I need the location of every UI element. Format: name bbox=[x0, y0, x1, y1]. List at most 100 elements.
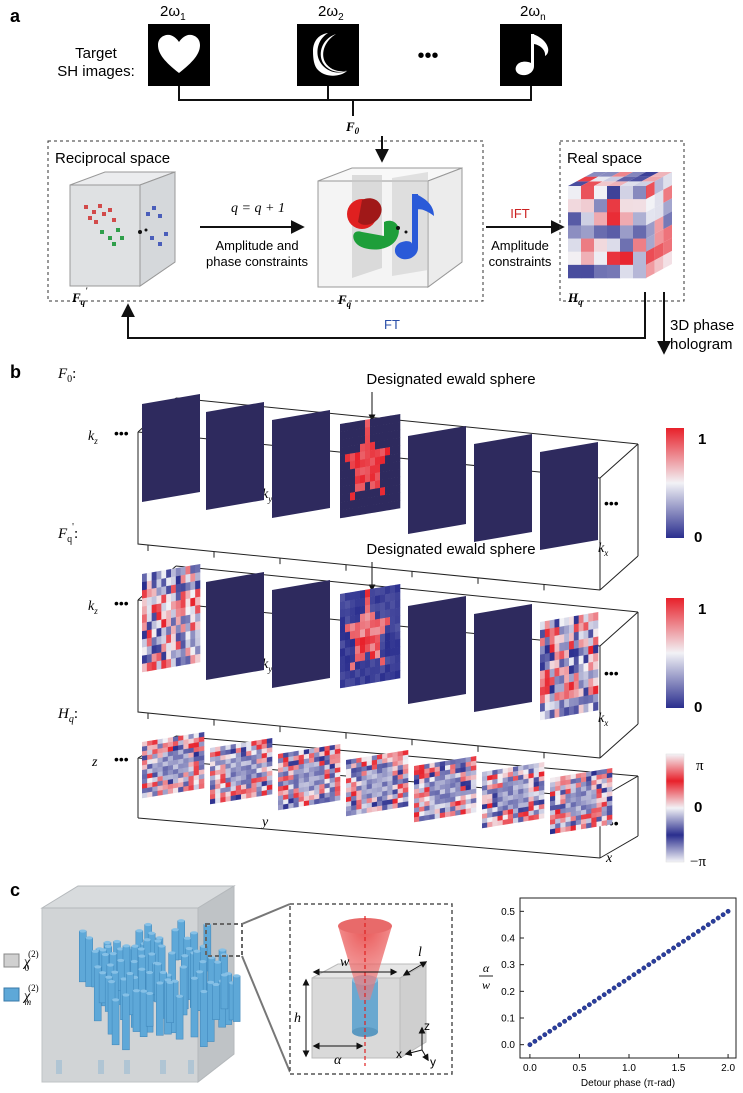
freq-label-1: 2ω1 bbox=[160, 3, 186, 23]
freq-label-n: 2ωn bbox=[520, 3, 546, 23]
amplitude-line2: constraints bbox=[489, 254, 552, 269]
row1-dots-right: ••• bbox=[604, 495, 619, 511]
cb2-bottom: 0 bbox=[694, 699, 702, 716]
data-point bbox=[537, 1035, 543, 1041]
amplitude-line1: Amplitude bbox=[491, 238, 549, 253]
blue-shape bbox=[394, 194, 418, 260]
row2-fq-prime bbox=[137, 564, 639, 759]
plot-frame bbox=[519, 897, 737, 1059]
image-ellipsis: ••• bbox=[417, 45, 438, 67]
ift-label: IFT bbox=[510, 206, 530, 221]
x-tick-label: 0.0 bbox=[523, 1063, 537, 1074]
y-axis-label-denominator: w bbox=[482, 978, 490, 992]
panel-c: c χ(2)0 χ(2)m bbox=[3, 880, 737, 1089]
unit-cell bbox=[302, 916, 429, 1066]
constraint-line2: phase constraints bbox=[206, 254, 308, 269]
data-point bbox=[690, 932, 696, 938]
data-point bbox=[557, 1022, 563, 1028]
heart-icon bbox=[158, 34, 200, 73]
data-point bbox=[671, 945, 676, 951]
data-point bbox=[601, 992, 607, 998]
panel-c-letter: c bbox=[10, 880, 20, 900]
axis-x-label: x bbox=[396, 1047, 402, 1061]
axis-y-label: y bbox=[430, 1055, 436, 1069]
data-point bbox=[527, 1042, 533, 1048]
y-tick-label: 0.0 bbox=[501, 1040, 515, 1051]
panel-b-letter: b bbox=[10, 362, 21, 382]
row1-kx: kx bbox=[598, 541, 608, 558]
data-point bbox=[710, 918, 716, 924]
width-label: w bbox=[340, 955, 350, 970]
data-point bbox=[626, 975, 632, 981]
cb1-top: 1 bbox=[698, 431, 706, 448]
data-point bbox=[567, 1015, 572, 1021]
data-point bbox=[715, 915, 721, 921]
target-label-line1: Target bbox=[75, 45, 118, 62]
data-point bbox=[695, 928, 701, 934]
merge-lines bbox=[178, 86, 532, 116]
iteration-equation: q = q + 1 bbox=[231, 201, 285, 216]
data-point bbox=[577, 1008, 582, 1014]
data-point bbox=[582, 1005, 587, 1011]
cube-fq bbox=[317, 167, 463, 288]
data-point bbox=[641, 965, 647, 971]
data-point bbox=[676, 942, 681, 948]
data-point bbox=[552, 1025, 558, 1031]
row3-dots-left: ••• bbox=[114, 751, 129, 767]
row1-dots-left: ••• bbox=[114, 425, 129, 441]
colorbar-f0 bbox=[666, 428, 684, 538]
row3-z: z bbox=[91, 755, 98, 770]
cb3-top: π bbox=[696, 758, 704, 774]
target-image-moon bbox=[297, 24, 359, 86]
crystal-cube bbox=[40, 885, 241, 1084]
moon-icon bbox=[313, 33, 348, 76]
panel-a-letter: a bbox=[10, 6, 21, 26]
chi0-swatch bbox=[3, 953, 20, 968]
row2-label: Fq': bbox=[57, 522, 78, 545]
data-point bbox=[666, 948, 672, 954]
data-point bbox=[705, 922, 711, 928]
x-tick-label: 1.0 bbox=[622, 1063, 636, 1074]
data-point bbox=[606, 988, 612, 994]
row3-label: Hq: bbox=[57, 706, 78, 725]
data-point bbox=[616, 982, 622, 988]
green-shape bbox=[353, 220, 399, 250]
chim-label: χ(2)m bbox=[22, 983, 39, 1007]
target-label-line2: SH images: bbox=[57, 63, 135, 80]
row3-hq bbox=[137, 732, 639, 859]
data-point bbox=[547, 1028, 553, 1034]
ft-feedback-arrow bbox=[121, 292, 646, 339]
data-point bbox=[562, 1018, 567, 1024]
row2-kx: kx bbox=[598, 711, 608, 728]
laser-beam bbox=[338, 926, 392, 1000]
row1-ky: ky bbox=[262, 487, 272, 504]
length-label: l bbox=[418, 945, 422, 960]
cb1-bottom: 0 bbox=[694, 529, 702, 546]
hologram-line2: hologram bbox=[670, 336, 733, 353]
data-point bbox=[725, 908, 731, 914]
height-label: h bbox=[294, 1011, 301, 1026]
data-point bbox=[686, 935, 691, 941]
real-space-box bbox=[559, 140, 685, 302]
f0-label: F0 bbox=[345, 119, 360, 136]
colorbar-fq bbox=[666, 598, 684, 708]
data-point bbox=[700, 925, 706, 931]
row1-f0 bbox=[137, 394, 639, 591]
data-point bbox=[681, 938, 686, 944]
cube-fq-prime bbox=[69, 171, 176, 287]
row2-kz: kz bbox=[88, 599, 98, 616]
data-point bbox=[532, 1038, 538, 1044]
data-point bbox=[651, 958, 657, 964]
panel-a: a Target SH images: 2ω1 2ω2 2ωn ••• F0 R… bbox=[10, 3, 734, 355]
cb3-mid: 0 bbox=[694, 799, 702, 816]
data-point bbox=[572, 1012, 577, 1018]
x-tick-label: 1.5 bbox=[672, 1063, 686, 1074]
y-tick-label: 0.4 bbox=[501, 934, 515, 945]
reciprocal-space-label: Reciprocal space bbox=[55, 150, 170, 167]
x-axis-label: Detour phase (π-rad) bbox=[581, 1078, 675, 1089]
data-point bbox=[636, 968, 642, 974]
axis-z-label: z bbox=[424, 1019, 430, 1033]
reciprocal-space-box bbox=[47, 140, 484, 302]
alpha-label: α bbox=[334, 1053, 342, 1068]
